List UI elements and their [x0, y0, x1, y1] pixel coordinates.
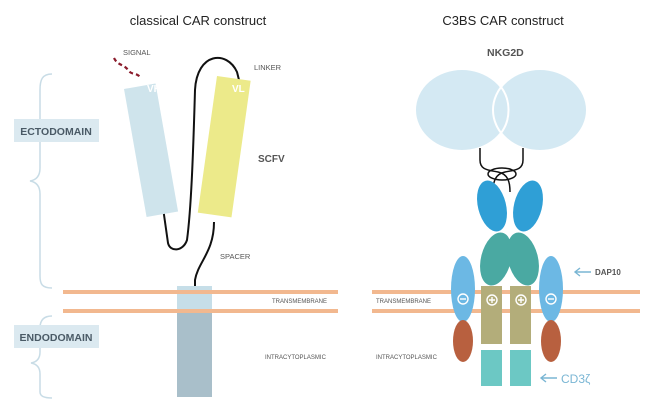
- transmembrane-cap: [177, 286, 212, 290]
- endodomain-label: ENDODOMAIN: [20, 332, 93, 344]
- vh-label: VH: [147, 84, 161, 95]
- nkg2d-label: NKG2D: [487, 47, 524, 59]
- intracytoplasmic-label-right: INTRACYTOPLASMIC: [376, 355, 438, 361]
- transmembrane-segment: [177, 294, 212, 309]
- nkg2d-stalk-right: [492, 148, 524, 193]
- cd3z-arrow: [539, 373, 557, 383]
- ectodomain-label: ECTODOMAIN: [20, 126, 92, 138]
- ectodomain-label-box: [14, 119, 99, 142]
- cd3z-label: CD3ζ: [561, 372, 591, 386]
- blue-domain-left: [477, 180, 507, 232]
- blue-domain-right: [513, 180, 543, 232]
- minus-charge-right: [545, 293, 557, 305]
- spacer-line: [194, 221, 215, 292]
- plus-charge-right: [515, 294, 527, 306]
- brown-domain-right: [541, 320, 561, 362]
- teal-domain-right: [507, 232, 539, 286]
- vl-domain: [197, 76, 251, 218]
- plus-charge-left: [486, 294, 498, 306]
- ectodomain-brace: [29, 73, 53, 289]
- linker-label: LINKER: [254, 63, 282, 72]
- title-classical: classical CAR construct: [130, 13, 267, 28]
- membrane-left-top: [63, 290, 338, 294]
- brown-domain-left: [453, 320, 473, 362]
- cd3z-left: [481, 350, 502, 386]
- transmembrane-label-left: TRANSMEMBRANE: [272, 299, 327, 305]
- nkg2d-stalk-left: [479, 148, 511, 193]
- minus-charge-left: [457, 293, 469, 305]
- nkg2d-head-right: [492, 68, 588, 152]
- dap10-label: DAP10: [595, 268, 621, 277]
- linker-line: [147, 56, 241, 251]
- intracytoplasmic-label-left: INTRACYTOPLASMIC: [265, 355, 327, 361]
- cd3z-right: [510, 350, 531, 386]
- nkg2d-overlap: [500, 86, 510, 134]
- scfv-label: SCFV: [258, 154, 285, 165]
- dap10-right: [539, 256, 563, 322]
- spacer-label: SPACER: [220, 252, 251, 261]
- dap10-arrow: [573, 267, 591, 277]
- endodomain-label-box: [14, 325, 99, 348]
- plus-charge-left-glyph: [489, 297, 495, 303]
- plus-charge-right-glyph: [518, 297, 524, 303]
- membrane-left-bottom: [63, 309, 338, 313]
- signal-label: SIGNAL: [123, 48, 151, 57]
- transmembrane-label-right: TRANSMEMBRANE: [376, 299, 431, 305]
- teal-domain-left: [480, 232, 512, 286]
- membrane-right-top: [372, 290, 640, 294]
- signal-peptide: [113, 57, 142, 79]
- endodomain-brace: [30, 315, 53, 399]
- membrane-right-bottom: [372, 309, 640, 313]
- stalk-loop: [487, 167, 517, 181]
- title-c3bs: C3BS CAR construct: [442, 13, 564, 28]
- intracellular-domain: [177, 313, 212, 397]
- vh-domain: [124, 83, 179, 218]
- vl-label: VL: [232, 84, 245, 95]
- dap10-left: [451, 256, 475, 322]
